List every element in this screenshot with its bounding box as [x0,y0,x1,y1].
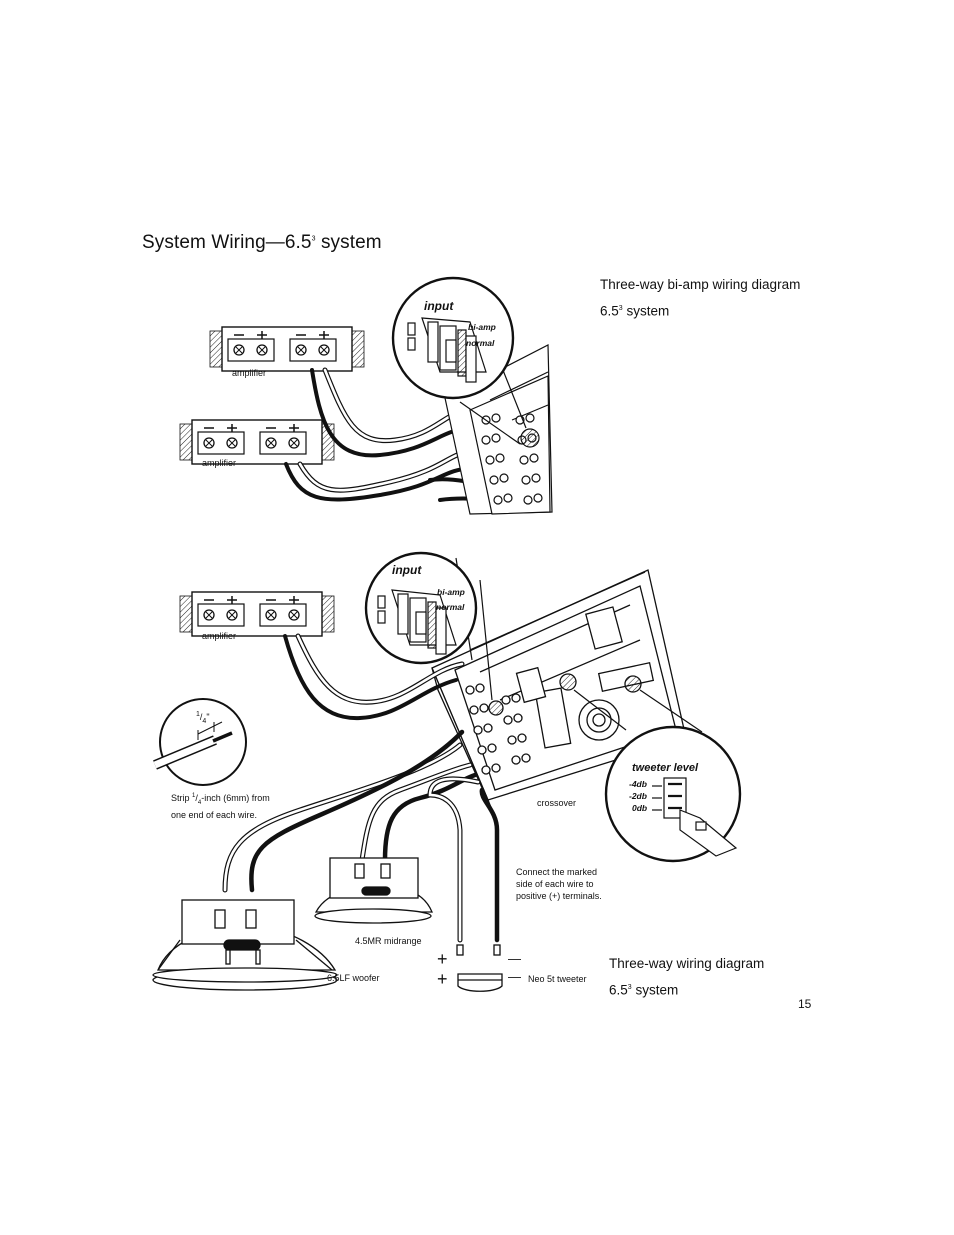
bottom-switch-biamp: bi-amp [437,587,465,597]
woofer-label: 6.5LF woofer [327,973,380,983]
top-amp1-label: amplifier [232,368,267,378]
page-title: System Wiring—6.53 system [142,232,382,253]
midrange-speaker [314,857,433,924]
top-caption-line1: Three-way bi-amp wiring diagram [600,277,801,292]
strip-length-label: 1/4" [196,711,210,725]
bottom-input-magnifier [364,551,493,701]
tweeter-speaker [456,944,503,992]
tweeter-label: Neo 5t tweeter [528,974,587,984]
strip-note: Strip 1/4-inch (6mm) from one end of eac… [171,793,270,820]
woofer-speaker [152,899,338,991]
wire-strip-inset [153,698,247,786]
bottom-caption-line2: 6.53 system [609,982,679,998]
bottom-amp-label: amplifier [202,631,237,641]
bottom-diagram-caption: Three-way wiring diagram 6.53 system [609,952,764,1003]
tweeter-level-0: 0db [632,803,648,813]
bottom-input-label: input [392,563,422,577]
bottom-caption-line1: Three-way wiring diagram [609,956,765,971]
bottom-switch-normal: normal [436,602,465,612]
top-amp2-label: amplifier [202,458,237,468]
marked-side-note: Connect the marked side of each wire to … [516,867,602,901]
tweeter-plus-bottom: + [437,969,448,989]
top-caption-line2: 6.53 system [600,303,670,319]
top-input-label: input [424,299,454,313]
crossover-label: crossover [537,798,577,808]
tweeter-minus-top: — [508,951,521,966]
tweeter-plus-top: + [437,949,448,969]
tweeter-level-minus2: -2db [629,791,647,801]
tweeter-minus-bottom: — [508,969,521,984]
midrange-label: 4.5MR midrange [355,936,422,946]
top-amplifier-1 [210,327,364,371]
page-number: 15 [798,997,812,1011]
top-diagram-caption: Three-way bi-amp wiring diagram 6.53 sys… [600,273,800,324]
bottom-wires [222,633,500,943]
tweeter-level-minus4: -4db [629,779,647,789]
top-switch-biamp: bi-amp [468,322,496,332]
top-switch-normal: normal [466,338,495,348]
top-input-magnifier [391,276,527,445]
tweeter-level-magnifier [573,689,742,863]
tweeter-level-label: tweeter level [632,762,699,774]
